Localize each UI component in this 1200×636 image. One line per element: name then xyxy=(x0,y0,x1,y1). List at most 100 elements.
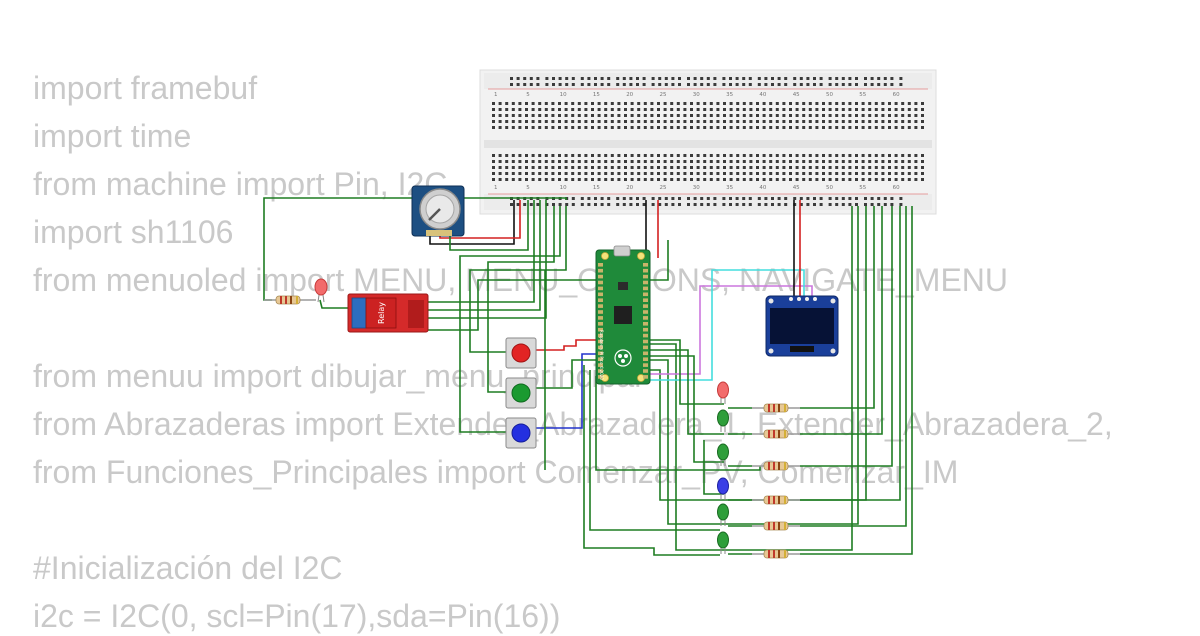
breadboard-hole xyxy=(782,120,786,123)
breadboard-hole xyxy=(757,203,761,206)
breadboard-hole xyxy=(693,77,697,80)
oled-display[interactable] xyxy=(765,295,839,357)
led-red[interactable] xyxy=(314,278,328,303)
breadboard-hole xyxy=(551,172,555,175)
breadboard-hole xyxy=(868,178,872,181)
pico-pin xyxy=(598,369,603,373)
breadboard-hole xyxy=(870,203,874,206)
breadboard-hole xyxy=(855,120,858,123)
breadboard-hole xyxy=(709,120,713,123)
breadboard-hole xyxy=(777,83,781,86)
breadboard-hole xyxy=(531,154,535,157)
breadboard-hole xyxy=(742,102,746,105)
breadboard-hole xyxy=(914,102,918,105)
breadboard-column-number: 30 xyxy=(693,92,700,98)
potentiometer[interactable] xyxy=(411,185,465,237)
breadboard-hole xyxy=(597,114,601,117)
breadboard-hole xyxy=(610,126,614,129)
led-green[interactable] xyxy=(717,409,729,432)
breadboard-hole xyxy=(874,108,878,111)
breadboard-hole xyxy=(564,120,568,123)
breadboard-hole xyxy=(789,178,792,181)
breadboard-column-number: 30 xyxy=(693,185,700,191)
breadboard-hole xyxy=(716,160,720,163)
breadboard-hole xyxy=(587,77,591,80)
breadboard-hole xyxy=(604,114,608,117)
breadboard-hole xyxy=(642,203,646,206)
breadboard-hole xyxy=(789,108,792,111)
pico-pin xyxy=(598,375,603,379)
breadboard-hole xyxy=(835,172,839,175)
breadboard-hole xyxy=(756,120,759,123)
breadboard-hole xyxy=(650,172,654,175)
breadboard-hole xyxy=(558,203,562,206)
breadboard-hole xyxy=(921,120,924,123)
breadboard-hole xyxy=(742,154,746,157)
breadboard-hole xyxy=(723,126,726,129)
breadboard-hole xyxy=(564,172,568,175)
breadboard-hole xyxy=(762,108,766,111)
breadboard-hole xyxy=(742,77,746,80)
breadboard-hole xyxy=(643,154,647,157)
push-button-green[interactable] xyxy=(505,377,537,409)
breadboard-hole xyxy=(819,77,823,80)
breadboard-hole xyxy=(663,166,667,169)
breadboard-hole xyxy=(518,160,522,163)
breadboard-hole xyxy=(511,102,515,105)
breadboard-hole xyxy=(492,114,495,117)
breadboard-column-number: 50 xyxy=(826,185,833,191)
wire xyxy=(469,206,567,353)
breadboard-hole xyxy=(552,203,555,206)
breadboard-hole xyxy=(828,102,832,105)
breadboard-hole xyxy=(650,154,654,157)
led-green[interactable] xyxy=(717,443,729,466)
breadboard-hole xyxy=(622,203,626,206)
breadboard-hole xyxy=(874,126,878,129)
led-blue[interactable] xyxy=(717,477,729,500)
led-red[interactable] xyxy=(717,381,729,404)
push-button-red[interactable] xyxy=(505,337,537,369)
breadboard-hole xyxy=(683,172,687,175)
breadboard-hole xyxy=(558,83,562,86)
breadboard-hole xyxy=(828,83,832,86)
breadboard-hole xyxy=(729,108,733,111)
breadboard-hole xyxy=(762,154,766,157)
raspberry-pi-pico[interactable]: Raspberry Pi Pico ©2020 xyxy=(595,245,651,385)
breadboard-hole xyxy=(591,126,594,129)
breadboard-hole xyxy=(650,108,654,111)
breadboard-hole xyxy=(551,126,555,129)
breadboard-hole xyxy=(492,172,495,175)
breadboard-hole xyxy=(894,126,898,129)
resistor-band xyxy=(773,430,775,438)
breadboard-hole xyxy=(571,178,575,181)
breadboard-hole xyxy=(762,102,766,105)
push-button-blue[interactable] xyxy=(505,417,537,449)
breadboard-hole xyxy=(729,83,732,86)
breadboard-hole xyxy=(914,172,918,175)
breadboard-hole xyxy=(855,203,858,206)
breadboard-hole xyxy=(722,83,726,86)
pico-pin xyxy=(598,363,603,367)
breadboard-hole xyxy=(716,102,720,105)
resistor-band xyxy=(784,496,786,504)
breadboard-hole xyxy=(835,108,839,111)
breadboard-hole xyxy=(888,120,891,123)
led-green[interactable] xyxy=(717,503,729,526)
breadboard-hole xyxy=(742,166,746,169)
relay-module[interactable]: Relay xyxy=(347,293,429,333)
breadboard-hole xyxy=(835,83,839,86)
breadboard-hole xyxy=(828,108,832,111)
breadboard-hole xyxy=(577,172,581,175)
breadboard-hole xyxy=(538,102,542,105)
breadboard-hole xyxy=(901,126,905,129)
breadboard-column-number: 5 xyxy=(526,92,530,98)
breadboard-hole xyxy=(762,178,766,181)
led-green[interactable] xyxy=(717,531,729,554)
breadboard-hole xyxy=(577,154,581,157)
breadboard-hole xyxy=(722,203,726,206)
breadboard-hole xyxy=(544,120,548,123)
breadboard-hole xyxy=(722,197,726,200)
